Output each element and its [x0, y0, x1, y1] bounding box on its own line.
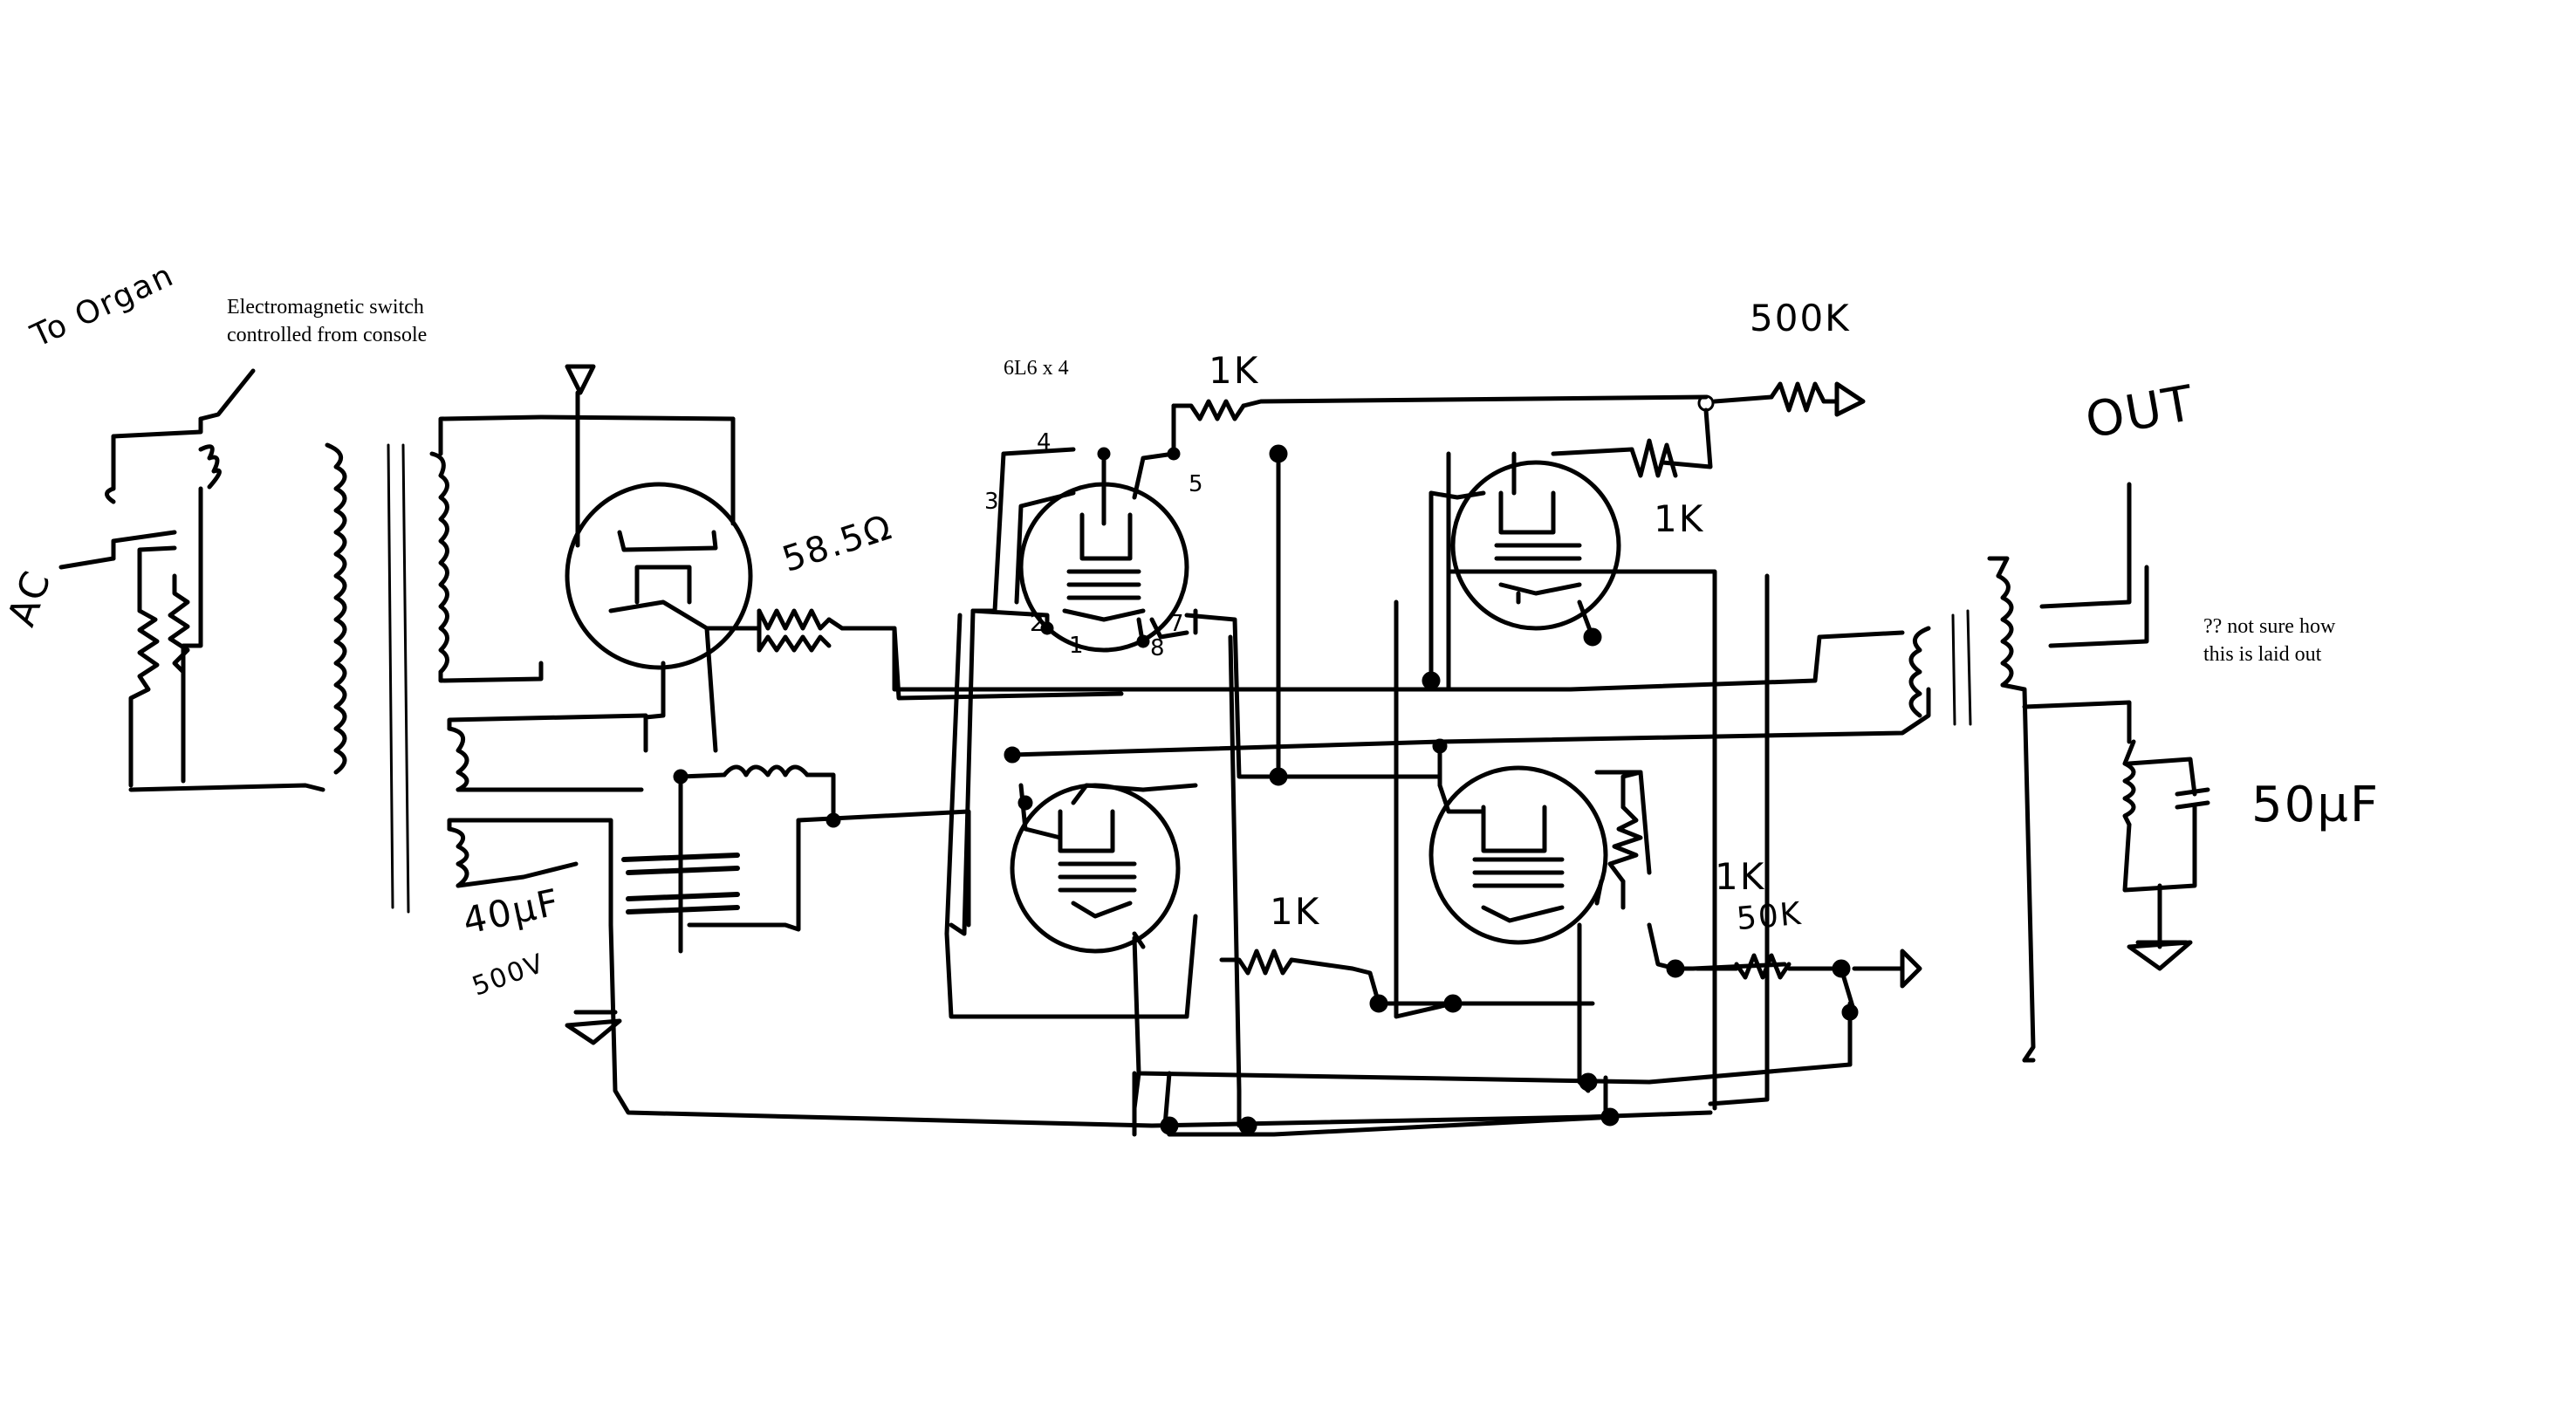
pin-4-label: 4 [1037, 429, 1052, 455]
resistor-50k-label: 50K [1735, 895, 1805, 938]
power-tube-top-left [970, 447, 1189, 653]
switch-note-line2: controlled from console [227, 324, 428, 346]
output-transformer [1708, 482, 2149, 1106]
main-wiring [892, 444, 1931, 1137]
output-filter [2122, 739, 2210, 971]
rectifier-tube [538, 364, 753, 753]
bottom-bus [608, 922, 1713, 1128]
resistor-1k-bottom-label: 1K [1270, 890, 1321, 933]
filter-network [621, 608, 1124, 954]
pin-1-label: 1 [1069, 633, 1084, 659]
resistor-1k-top-label: 1K [1209, 349, 1260, 392]
top-feedback [1171, 381, 1866, 478]
power-tube-bottom-left [1004, 746, 1198, 954]
switch-note-line1: Electromagnetic switch [227, 296, 424, 319]
pin-3-label: 3 [984, 489, 999, 515]
resistor-1k-right-label: 1K [1654, 497, 1705, 540]
tube-count-note: 6L6 x 4 [1004, 357, 1069, 380]
pin-5-label: 5 [1189, 471, 1203, 497]
power-tube-bottom-right [1428, 738, 1652, 945]
cap-50uf-label: 50µF [2251, 777, 2381, 833]
lower-resistors [1219, 770, 1922, 1021]
power-transformer [325, 414, 648, 928]
layout-note-line2: this is laid out [2203, 643, 2322, 666]
pin-8-label: 8 [1150, 635, 1165, 661]
pin-7-label: 7 [1169, 611, 1184, 637]
input-switch-network [58, 368, 325, 792]
resistor-500k-label: 500K [1750, 297, 1851, 339]
resistor-1k-lower-right-label: 1K [1715, 855, 1766, 898]
pin-2-label: 2 [1030, 611, 1045, 637]
layout-note-line1: ?? not sure how [2203, 615, 2336, 638]
ground-left [565, 1010, 622, 1045]
